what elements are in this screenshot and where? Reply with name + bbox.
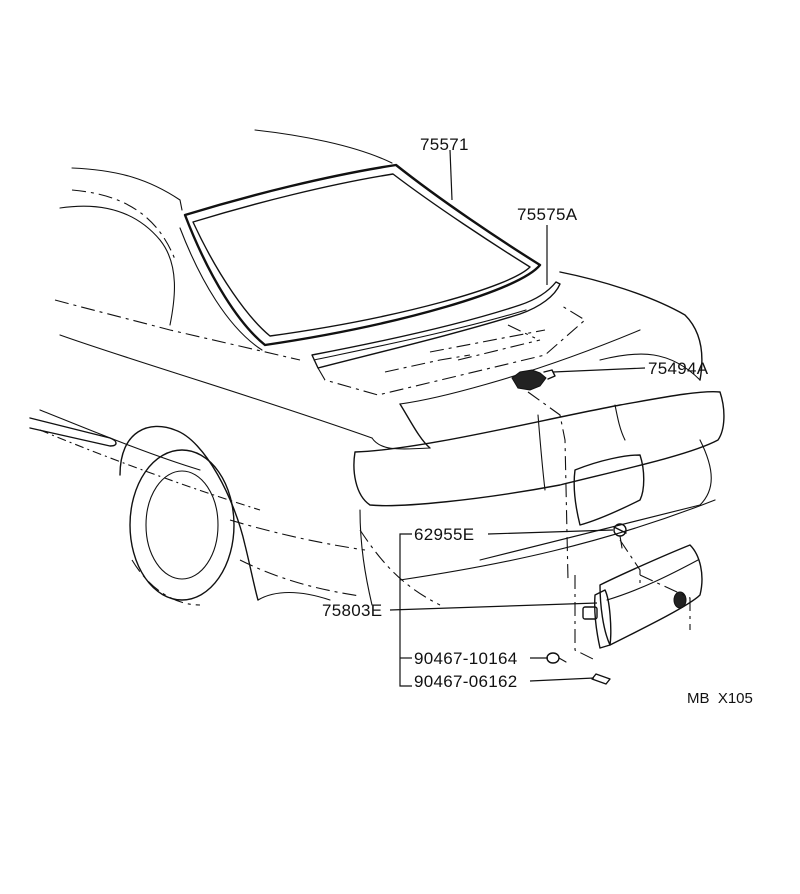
license-lamp-assembly: [574, 539, 703, 661]
part-label-62955E: 62955E: [414, 525, 474, 544]
clip-62955E: [613, 523, 627, 549]
window-molding: [311, 281, 586, 396]
part-label-90467-06162: 90467-06162: [414, 672, 518, 691]
part-label-75575A: 75575A: [517, 205, 578, 224]
part-label-90467-10164: 90467-10164: [414, 649, 518, 668]
part-label-75803E: 75803E: [322, 601, 382, 620]
screw-90467-10164: [546, 652, 567, 664]
rear-window-weatherstrip: [179, 163, 542, 351]
car-body: [29, 129, 725, 606]
leader-lines: [389, 149, 614, 687]
diagram-reference-code: MB X105: [687, 690, 753, 707]
rear-emblem: [511, 367, 646, 581]
part-label-75571: 75571: [420, 135, 469, 154]
part-label-75494A: 75494A: [648, 359, 709, 378]
screw-90467-06162: [591, 673, 611, 685]
